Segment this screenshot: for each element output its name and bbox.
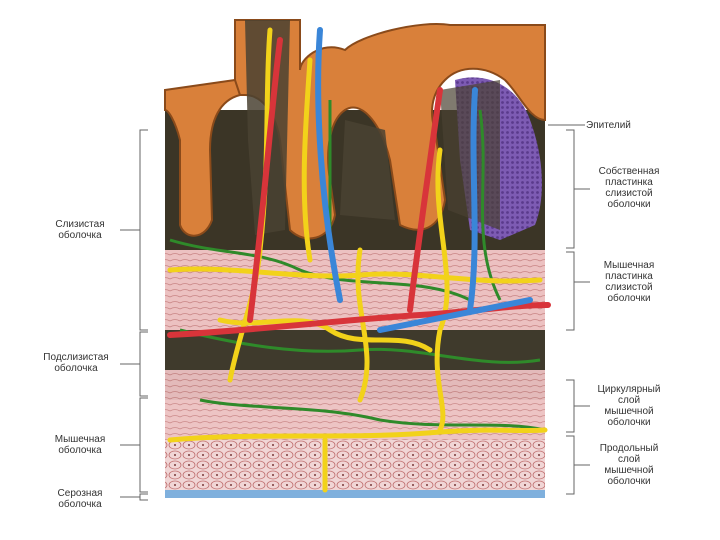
epithelium-left-villus	[164, 78, 242, 237]
bracket-lamina-propria	[566, 129, 575, 249]
label-muscularis-mucosae: Мышечная пластинка слизистой оболочки	[603, 260, 655, 304]
bracket-submucosa	[139, 331, 148, 397]
label-mucosa: Слизистая оболочка	[55, 219, 105, 241]
label-longitudinal-layer: Продольный слой мышечной оболочки	[599, 443, 659, 487]
right-brackets	[548, 124, 590, 495]
bracket-longitudinal	[566, 435, 575, 495]
villus-core-3	[440, 80, 500, 230]
label-muscularis: Мышечная оболочка	[54, 434, 106, 456]
bracket-muscularis-mucosae	[566, 251, 575, 331]
label-serosa: Серозная оболочка	[57, 488, 103, 510]
bracket-muscularis	[139, 397, 148, 493]
label-lamina-propria: Собственная пластинка слизистой оболочки	[598, 166, 660, 210]
epithelium-villi	[234, 19, 546, 240]
label-circular-layer: Циркулярный слой мышечной оболочки	[597, 384, 661, 428]
bracket-circular	[566, 379, 575, 433]
label-submucosa: Подслизистая оболочка	[43, 352, 109, 374]
lymphatic-vessels	[169, 100, 546, 432]
bracket-serosa	[139, 493, 148, 501]
label-epithelium: Эпителий	[586, 120, 631, 131]
bracket-mucosa	[139, 129, 148, 331]
left-brackets	[120, 129, 148, 501]
longitudinal-muscle-layer	[165, 440, 545, 492]
muscularis-mucosae-band	[165, 250, 545, 330]
villus-core-2	[340, 120, 395, 220]
veins	[315, 27, 533, 333]
serosa-layer	[165, 490, 545, 498]
